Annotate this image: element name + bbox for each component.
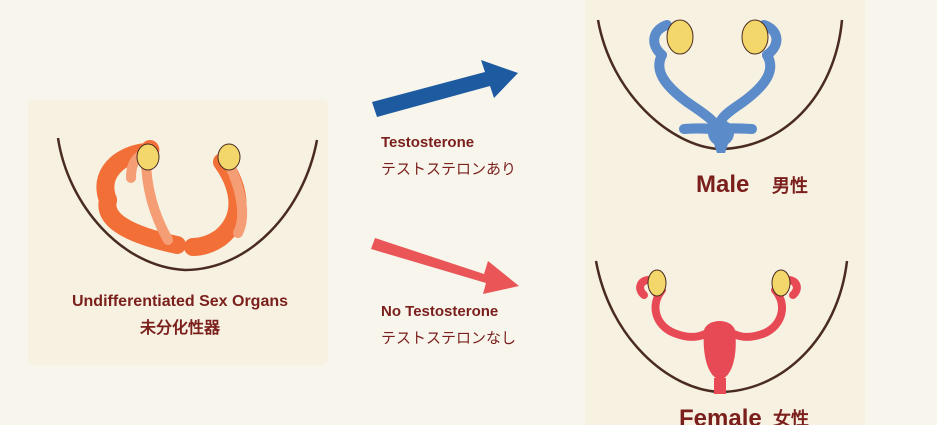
blue-arrow-icon	[372, 60, 518, 117]
undifferentiated-left-gonad	[137, 144, 159, 170]
undifferentiated-right-gonad	[218, 144, 240, 170]
testosterone-label-ja: テストステロンあり	[381, 161, 516, 179]
male-label-en: Male	[696, 171, 749, 200]
no-testosterone-label-ja: テストステロンなし	[381, 330, 516, 348]
no-testosterone-label-en: No Testosterone	[381, 303, 498, 321]
female-label-ja: 女性	[773, 409, 809, 425]
red-arrow-icon	[371, 238, 519, 294]
male-label-ja: 男性	[772, 176, 808, 198]
undifferentiated-label-ja: 未分化性器	[30, 319, 330, 338]
undifferentiated-label-en: Undifferentiated Sex Organs	[30, 292, 330, 311]
testosterone-label-en: Testosterone	[381, 134, 474, 152]
female-label-en: Female	[679, 405, 762, 425]
female-anatomy	[640, 270, 797, 394]
